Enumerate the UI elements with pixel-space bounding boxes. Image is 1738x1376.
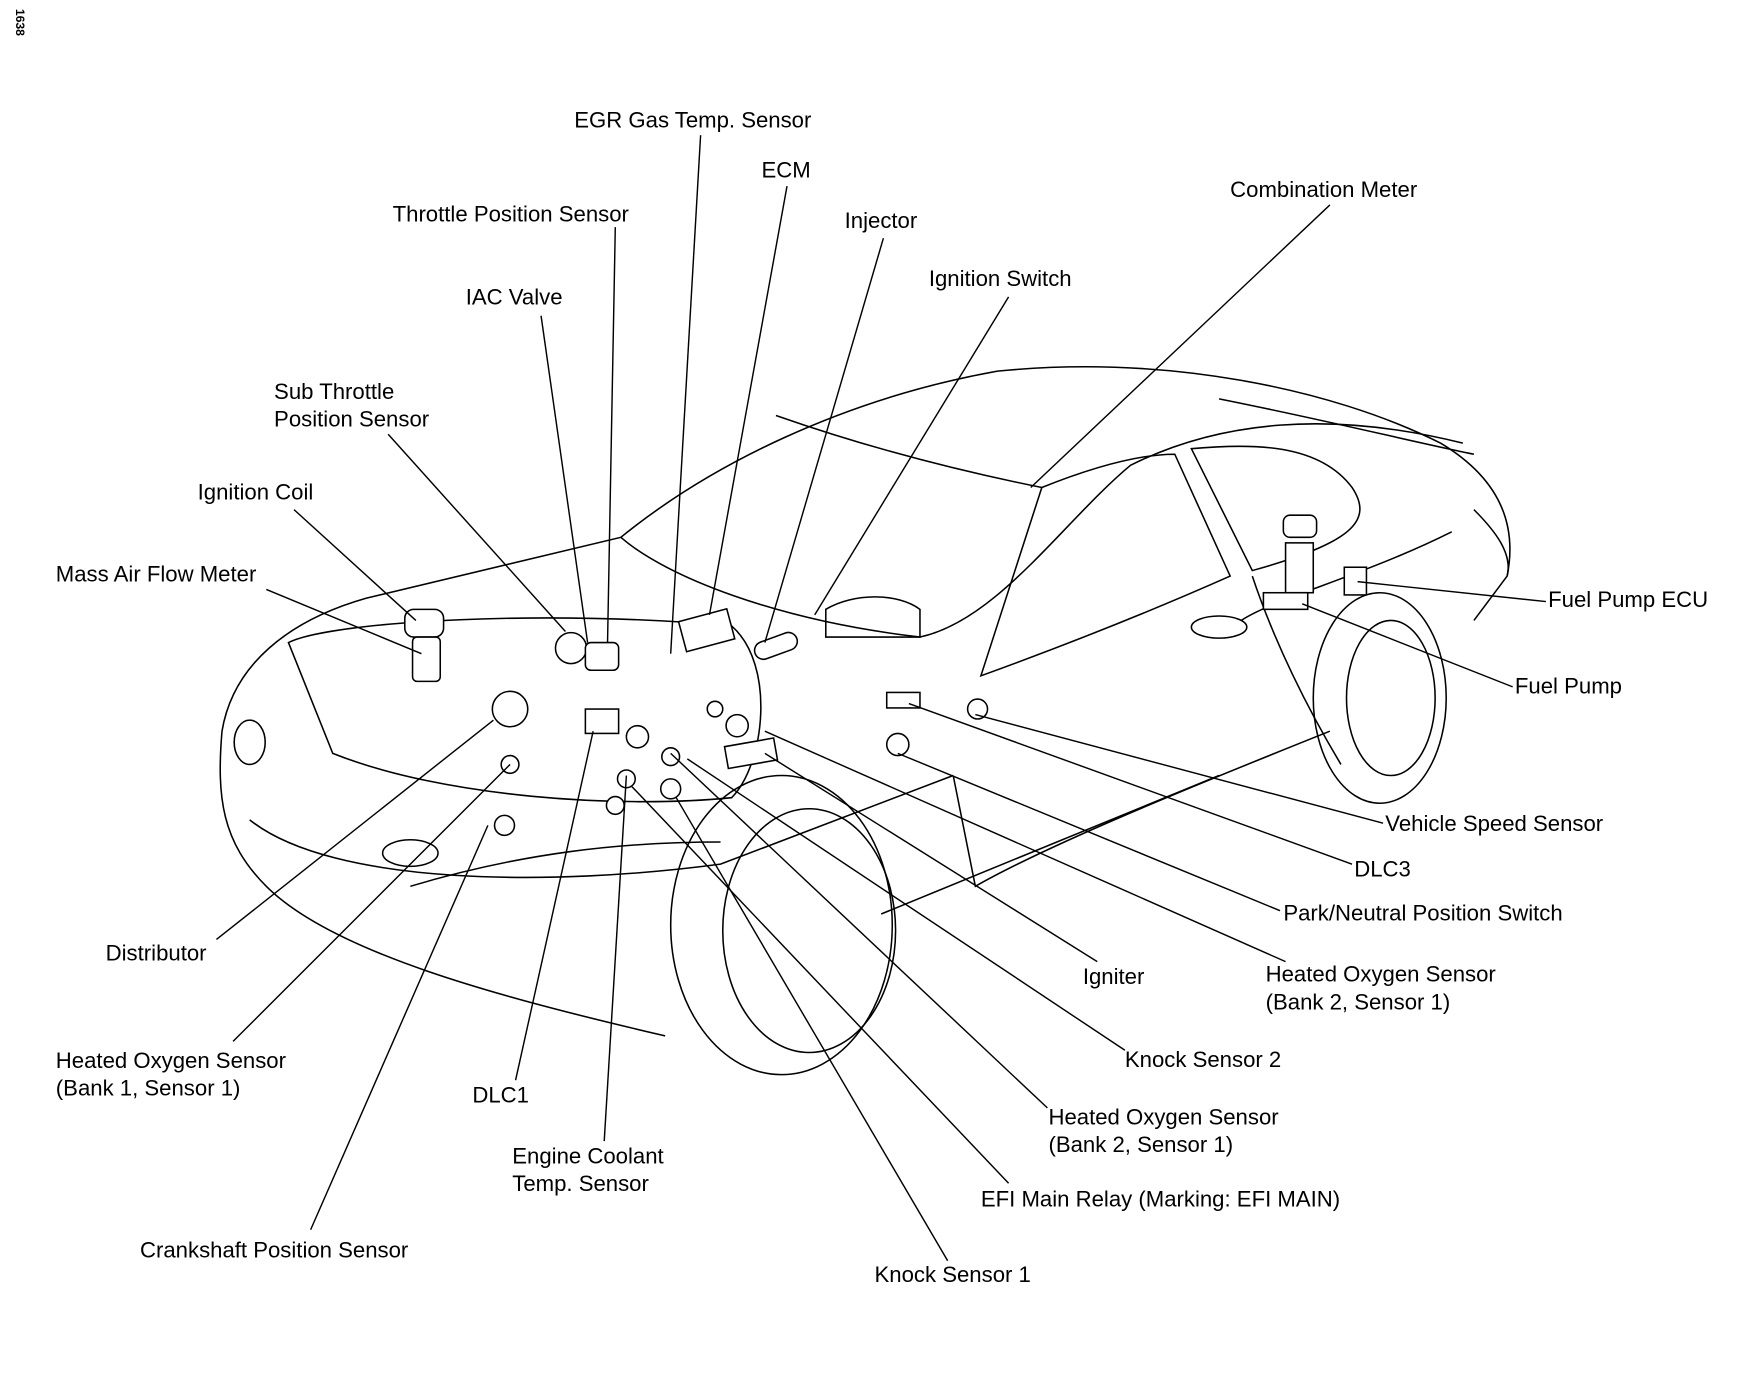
label-iac-valve: IAC Valve	[466, 285, 563, 310]
components	[404, 514, 1368, 837]
label-injector: Injector	[845, 208, 918, 233]
page-number: 1638	[13, 9, 27, 36]
label-knock-sensor-2: Knock Sensor 2	[1125, 1047, 1281, 1072]
label-ignition-switch: Ignition Switch	[929, 266, 1072, 291]
label-egr-gas-temp-sensor: EGR Gas Temp. Sensor	[574, 107, 811, 132]
label-ho2s-bank2-a-line1: Heated Oxygen Sensor	[1266, 962, 1496, 987]
label-park-neutral-position-switch: Park/Neutral Position Switch	[1283, 901, 1562, 926]
label-ecm: ECM	[762, 157, 811, 182]
label-crankshaft-position-sensor: Crankshaft Position Sensor	[140, 1237, 408, 1262]
label-sub-throttle-line2: Position Sensor	[274, 407, 429, 432]
label-ignition-coil: Ignition Coil	[198, 480, 314, 505]
label-dlc1: DLC1	[472, 1082, 529, 1107]
labels: EGR Gas Temp. Sensor ECM Throttle Positi…	[56, 107, 1708, 1286]
label-igniter: Igniter	[1083, 964, 1145, 989]
label-ect-sensor-line2: Temp. Sensor	[512, 1171, 649, 1196]
label-sub-throttle-line1: Sub Throttle	[274, 379, 394, 404]
leader-lines	[216, 135, 1546, 1262]
label-ect-sensor-line1: Engine Coolant	[512, 1143, 663, 1168]
label-dlc3: DLC3	[1354, 856, 1411, 881]
label-throttle-position-sensor: Throttle Position Sensor	[393, 202, 629, 227]
label-ho2s-bank2-a-line2: (Bank 2, Sensor 1)	[1266, 989, 1451, 1014]
label-fuel-pump: Fuel Pump	[1515, 674, 1622, 699]
label-efi-main-relay: EFI Main Relay (Marking: EFI MAIN)	[981, 1186, 1340, 1211]
label-combination-meter: Combination Meter	[1230, 177, 1417, 202]
label-knock-sensor-1: Knock Sensor 1	[875, 1262, 1031, 1287]
label-ho2s-bank2-b-line1: Heated Oxygen Sensor	[1048, 1105, 1278, 1130]
label-mass-air-flow-meter: Mass Air Flow Meter	[56, 562, 257, 587]
label-ho2s-bank1-line2: (Bank 1, Sensor 1)	[56, 1076, 241, 1101]
label-fuel-pump-ecu: Fuel Pump ECU	[1548, 587, 1708, 612]
label-ho2s-bank2-b-line2: (Bank 2, Sensor 1)	[1048, 1132, 1233, 1157]
label-ho2s-bank1-line1: Heated Oxygen Sensor	[56, 1048, 286, 1073]
label-vehicle-speed-sensor: Vehicle Speed Sensor	[1385, 811, 1603, 836]
label-distributor: Distributor	[106, 941, 207, 966]
